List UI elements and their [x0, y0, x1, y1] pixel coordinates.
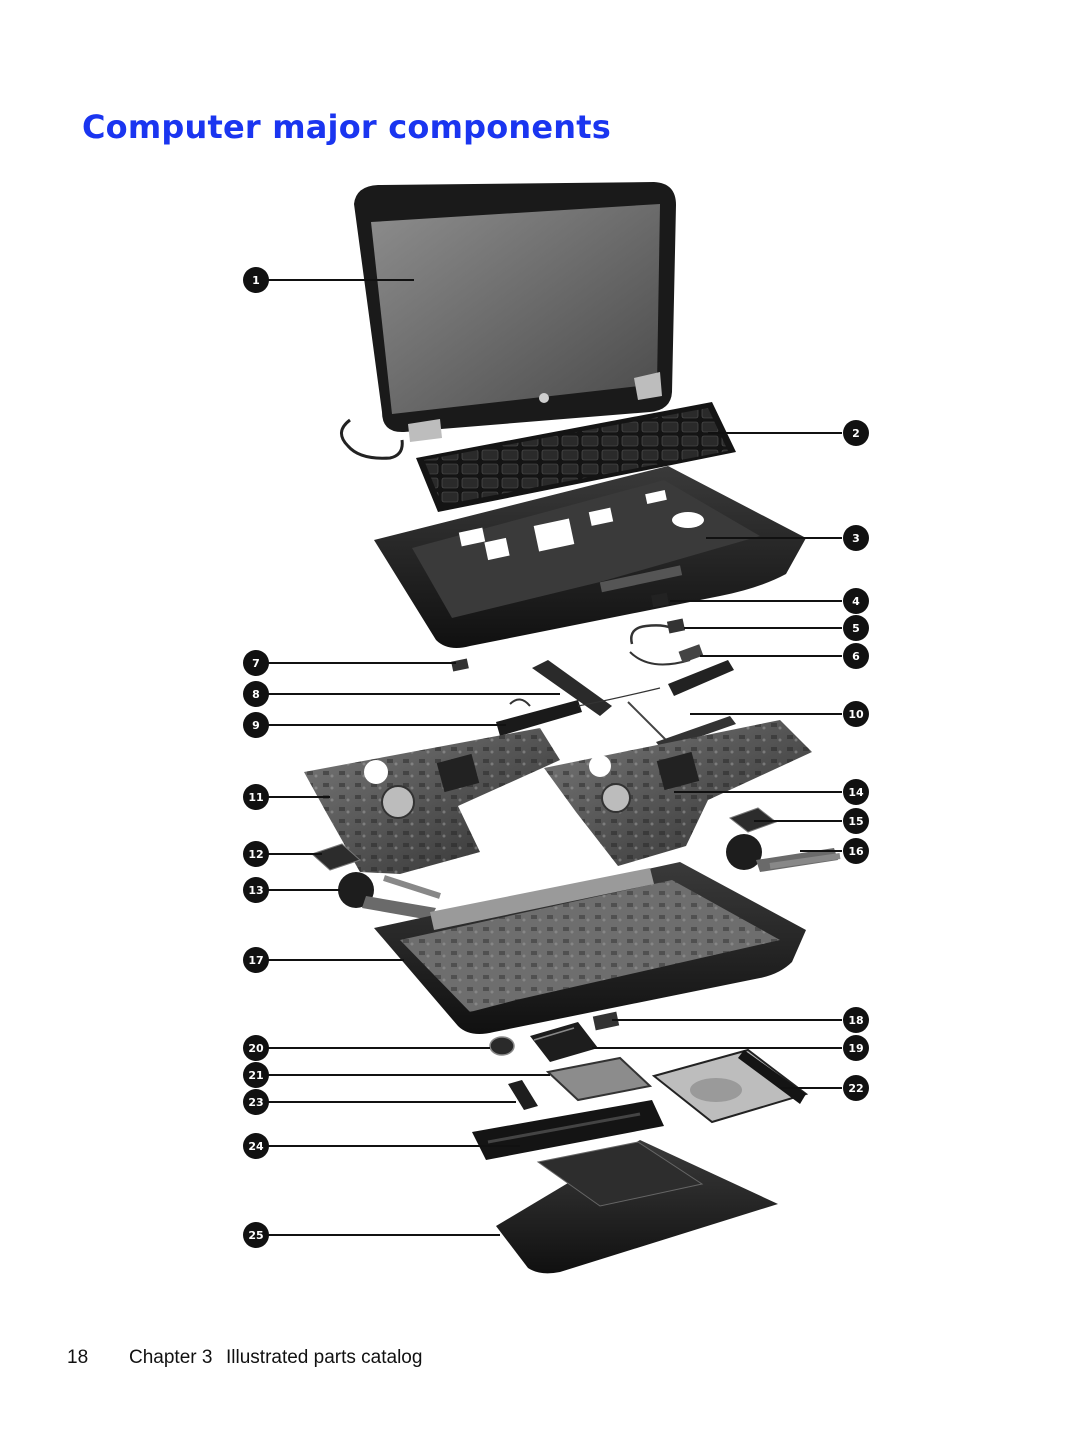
- base-enclosure-part: [374, 862, 806, 1034]
- memory-module-part: [530, 1022, 598, 1062]
- callout-14: 14: [843, 779, 869, 805]
- svg-text:21: 21: [248, 1069, 263, 1082]
- callout-21: 21: [243, 1062, 269, 1088]
- hard-drive-part: [545, 1056, 653, 1102]
- callout-8: 8: [243, 681, 269, 707]
- callout-13: 13: [243, 877, 269, 903]
- service-door-part: [496, 1140, 778, 1274]
- svg-text:22: 22: [848, 1082, 863, 1095]
- page-number: 18: [67, 1347, 89, 1368]
- svg-text:11: 11: [248, 791, 263, 804]
- svg-text:3: 3: [852, 532, 860, 545]
- callout-7: 7: [243, 650, 269, 676]
- callout-2: 2: [843, 420, 869, 446]
- svg-text:1: 1: [252, 274, 260, 287]
- svg-text:12: 12: [248, 848, 263, 861]
- svg-text:4: 4: [852, 595, 860, 608]
- fan-heat-sink-part: [338, 872, 441, 920]
- section-label: Illustrated parts catalog: [226, 1347, 423, 1368]
- callout-11: 11: [243, 784, 269, 810]
- svg-text:9: 9: [252, 719, 260, 732]
- processor-part: [311, 843, 361, 871]
- callout-25: 25: [243, 1222, 269, 1248]
- svg-text:25: 25: [248, 1229, 263, 1242]
- callout-20: 20: [243, 1035, 269, 1061]
- hard-drive-bracket-part: [508, 1080, 538, 1110]
- callout-3: 3: [843, 525, 869, 551]
- chapter-label: Chapter 3: [129, 1347, 213, 1368]
- leader-lines: [268, 279, 842, 1236]
- top-cover-part: [374, 466, 806, 648]
- page-title: Computer major components: [82, 108, 612, 146]
- svg-text:10: 10: [848, 708, 864, 721]
- wlan-module-part: [592, 1011, 620, 1031]
- callout-6: 6: [843, 643, 869, 669]
- led-board-cable-part: [532, 660, 612, 716]
- svg-text:2: 2: [852, 427, 860, 440]
- callout-4: 4: [843, 588, 869, 614]
- svg-text:15: 15: [848, 815, 863, 828]
- rtc-battery-part: [489, 1036, 515, 1056]
- callout-10: 10: [843, 701, 869, 727]
- svg-text:5: 5: [852, 622, 860, 635]
- callout-15: 15: [843, 808, 869, 834]
- callout-9: 9: [243, 712, 269, 738]
- svg-text:7: 7: [252, 657, 260, 670]
- svg-text:18: 18: [848, 1014, 863, 1027]
- svg-text:13: 13: [248, 884, 263, 897]
- callout-18: 18: [843, 1007, 869, 1033]
- callout-12: 12: [243, 841, 269, 867]
- callout-22: 22: [843, 1075, 869, 1101]
- svg-text:8: 8: [252, 688, 260, 701]
- svg-text:20: 20: [248, 1042, 264, 1055]
- callout-16: 16: [843, 838, 869, 864]
- callout-1: 1: [243, 267, 269, 293]
- callout-19: 19: [843, 1035, 869, 1061]
- callout-24: 24: [243, 1133, 269, 1159]
- svg-text:24: 24: [248, 1140, 264, 1153]
- callout-5: 5: [843, 615, 869, 641]
- optical-drive-part: [651, 1048, 809, 1124]
- display-assembly-part: [340, 182, 676, 460]
- power-connector-cable-part: [630, 618, 686, 645]
- svg-text:6: 6: [852, 650, 860, 663]
- svg-text:23: 23: [248, 1096, 263, 1109]
- power-button-board-part: [651, 592, 669, 608]
- svg-text:16: 16: [848, 845, 864, 858]
- svg-text:19: 19: [848, 1042, 863, 1055]
- system-board-uma-part: [304, 728, 560, 874]
- fan-heat-sink-alt-part: [726, 834, 841, 872]
- svg-text:14: 14: [848, 786, 864, 799]
- speaker-assembly-part: [496, 687, 661, 736]
- svg-text:17: 17: [248, 954, 263, 967]
- usb-board-cable-part: [629, 644, 734, 696]
- callout-23: 23: [243, 1089, 269, 1115]
- keyboard-part: [416, 402, 736, 512]
- callout-17: 17: [243, 947, 269, 973]
- bluetooth-module-part: [451, 658, 469, 672]
